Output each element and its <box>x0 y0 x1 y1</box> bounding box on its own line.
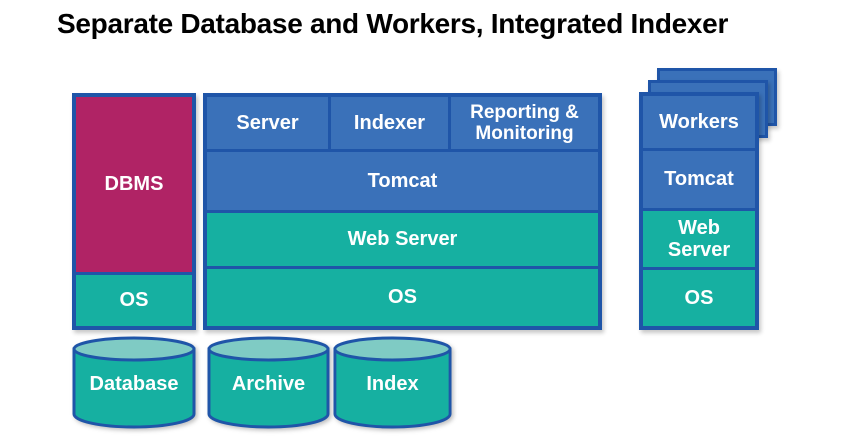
workers-box-label: Workers <box>659 110 739 133</box>
workers-tomcat-box-label: Tomcat <box>664 168 734 191</box>
dbms-os-box: OS <box>76 275 192 326</box>
workers-web-server-box-label: Web Server <box>667 216 731 261</box>
app-server-stack: Server Indexer Reporting & Monitoring To… <box>203 93 602 330</box>
database-cylinder-icon <box>72 336 196 429</box>
index-cylinder-icon <box>333 336 452 429</box>
tomcat-box-label: Tomcat <box>367 169 438 192</box>
app-top-row: Server Indexer Reporting & Monitoring <box>207 97 598 149</box>
page-title: Separate Database and Workers, Integrate… <box>57 8 729 39</box>
workers-tomcat-box: Tomcat <box>643 151 755 208</box>
database-cylinder-label: Database <box>89 373 179 395</box>
workers-box: Workers <box>643 96 755 148</box>
dbms-host-stack: DBMS OS <box>72 93 196 330</box>
os-box: OS <box>207 269 598 326</box>
dbms-os-box-label: OS <box>119 289 149 312</box>
workers-os-box: OS <box>643 270 755 326</box>
web-server-box-label: Web Server <box>347 228 458 251</box>
archive-cylinder-icon <box>207 336 330 429</box>
reporting-monitoring-box-label: Reporting & Monitoring <box>470 101 579 144</box>
workers-os-box-label: OS <box>684 286 714 309</box>
workers-stack: Workers Tomcat Web Server OS <box>639 92 759 330</box>
dbms-box: DBMS <box>76 97 192 272</box>
indexer-box: Indexer <box>331 97 448 149</box>
index-cylinder: Index <box>333 336 452 430</box>
server-box: Server <box>207 97 328 149</box>
web-server-box: Web Server <box>207 213 598 266</box>
index-cylinder-label: Index <box>366 373 419 395</box>
reporting-monitoring-box: Reporting & Monitoring <box>451 97 598 149</box>
dbms-box-label: DBMS <box>104 173 164 196</box>
server-box-label: Server <box>236 111 299 134</box>
workers-web-server-box: Web Server <box>643 211 755 267</box>
archive-cylinder-label: Archive <box>231 373 306 395</box>
indexer-box-label: Indexer <box>353 111 426 134</box>
os-box-label: OS <box>388 286 417 309</box>
archive-cylinder: Archive <box>207 336 330 430</box>
database-cylinder: Database <box>72 336 196 430</box>
tomcat-box: Tomcat <box>207 152 598 210</box>
